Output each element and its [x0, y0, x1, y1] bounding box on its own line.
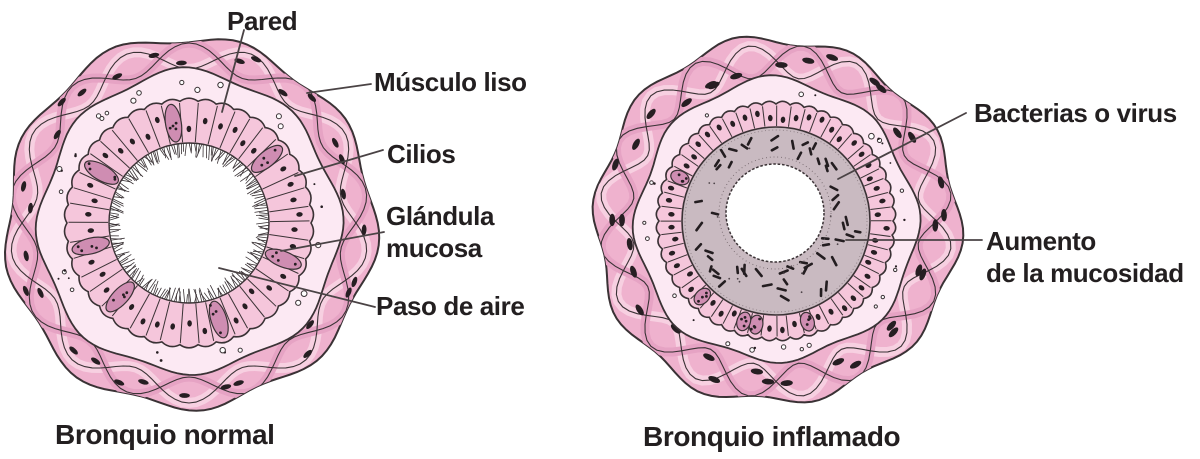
label-glandula-mucosa: Glándula mucosa — [386, 201, 495, 263]
label-aumento-mucosidad: Aumento de la mucosidad — [986, 226, 1184, 288]
label-pared: Pared — [227, 6, 298, 36]
leader-lines — [218, 29, 983, 308]
label-paso-de-aire: Paso de aire — [376, 291, 525, 321]
lumen — [718, 156, 832, 270]
caption-bronquio-normal: Bronquio normal — [55, 419, 275, 450]
label-musculo-liso: Músculo liso — [374, 67, 527, 97]
inflamed-bronchus-illustration — [591, 35, 965, 404]
lumen — [108, 142, 270, 304]
normal-bronchus-illustration — [3, 38, 381, 412]
label-cilios: Cilios — [387, 139, 456, 169]
label-bacterias-o-virus: Bacterias o virus — [974, 98, 1177, 128]
cilia — [109, 143, 269, 303]
caption-bronquio-inflamado: Bronquio inflamado — [643, 421, 901, 452]
